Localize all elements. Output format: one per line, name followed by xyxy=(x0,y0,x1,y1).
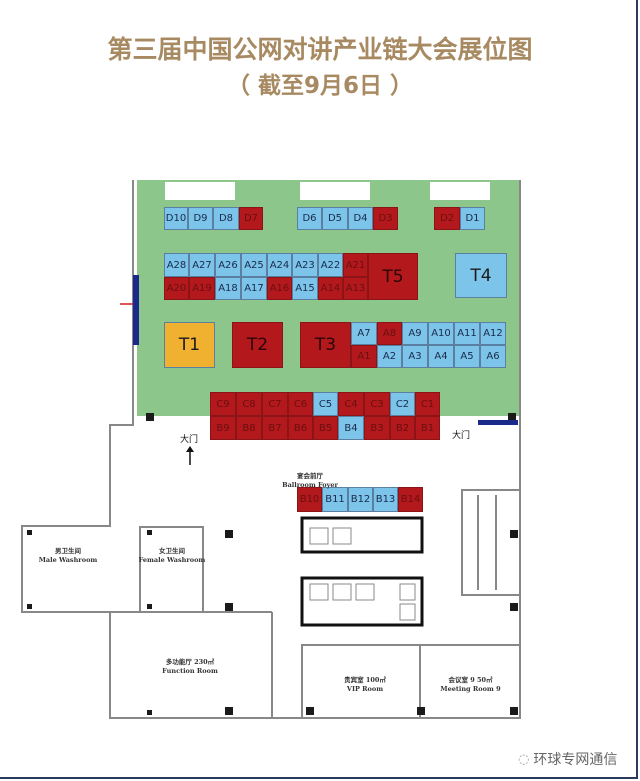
booth-b7: B7 xyxy=(262,416,288,440)
booth-d5: D5 xyxy=(322,207,348,230)
booth-a19: A19 xyxy=(189,277,215,300)
booth-d6: D6 xyxy=(297,207,322,230)
booth-a14: A14 xyxy=(318,277,343,300)
booth-a21: A21 xyxy=(343,253,368,277)
booth-d1: D1 xyxy=(460,207,485,230)
watermark: ◌ 环球专网通信 xyxy=(518,749,617,769)
booth-a4: A4 xyxy=(428,345,454,368)
room-name-en: Ballroom Foyer xyxy=(282,481,338,489)
booth-a17: A17 xyxy=(241,277,267,300)
booth-a6: A6 xyxy=(480,345,506,368)
booth-a27: A27 xyxy=(189,253,215,277)
booth-d9: D9 xyxy=(188,207,213,230)
room-name-en: Function Room xyxy=(162,667,218,675)
room-name-cn: 宴会前厅 xyxy=(297,472,323,480)
entrance-label-left: 大门 xyxy=(180,435,199,445)
booth-c5: C5 xyxy=(313,392,338,416)
booth-a3: A3 xyxy=(402,345,428,368)
booth-a12: A12 xyxy=(480,322,506,345)
room-name-en: Female Washroom xyxy=(138,556,206,564)
booth-t2: T2 xyxy=(232,322,283,368)
booth-b14: B14 xyxy=(398,487,423,512)
booth-b3: B3 xyxy=(364,416,390,440)
room-name-en: Male Washroom xyxy=(38,556,98,564)
page-subtitle: （ 截至9月6日 ） xyxy=(226,73,414,99)
booth-d8: D8 xyxy=(213,207,239,230)
booth-b8: B8 xyxy=(236,416,262,440)
booth-c4: C4 xyxy=(338,392,364,416)
booth-b2: B2 xyxy=(390,416,415,440)
booth-a28: A28 xyxy=(164,253,189,277)
booth-c7: C7 xyxy=(262,392,288,416)
booth-d7: D7 xyxy=(239,207,263,230)
booth-a9: A9 xyxy=(402,322,428,345)
room-name-en: VIP Room xyxy=(346,685,384,693)
booth-a10: A10 xyxy=(428,322,454,345)
booth-a25: A25 xyxy=(241,253,267,277)
booth-b6: B6 xyxy=(288,416,313,440)
booth-a13: A13 xyxy=(343,277,368,300)
booth-b1: B1 xyxy=(415,416,440,440)
room-name-cn: 会议室 9 50㎡ xyxy=(448,676,493,684)
booth-a15: A15 xyxy=(292,277,318,300)
watermark-text: 环球专网通信 xyxy=(533,752,618,768)
booth-b11: B11 xyxy=(322,487,348,512)
booth-c3: C3 xyxy=(364,392,390,416)
booth-a16: A16 xyxy=(267,277,292,300)
entrance-label-right: 大门 xyxy=(452,431,471,441)
booth-t1: T1 xyxy=(164,322,215,368)
booth-a7: A7 xyxy=(351,322,377,345)
booth-b4: B4 xyxy=(338,416,364,440)
booth-c6: C6 xyxy=(288,392,313,416)
booth-d3: D3 xyxy=(373,207,398,230)
booth-a22: A22 xyxy=(318,253,343,277)
room-name-cn: 男卫生间 xyxy=(55,547,81,555)
booth-d2: D2 xyxy=(434,207,460,230)
booth-t3: T3 xyxy=(300,322,351,368)
booth-a8: A8 xyxy=(377,322,402,345)
room-name-en: Meeting Room 9 xyxy=(440,685,501,693)
booth-a2: A2 xyxy=(377,345,402,368)
booth-t5: T5 xyxy=(368,253,418,300)
room-name-cn: 女卫生间 xyxy=(159,547,185,555)
booth-d4: D4 xyxy=(348,207,373,230)
booth-a24: A24 xyxy=(267,253,292,277)
booth-a1: A1 xyxy=(351,345,377,368)
booth-b5: B5 xyxy=(313,416,338,440)
booth-a26: A26 xyxy=(215,253,241,277)
booth-a18: A18 xyxy=(215,277,241,300)
booth-c1: C1 xyxy=(415,392,440,416)
booth-a23: A23 xyxy=(292,253,318,277)
booth-t4: T4 xyxy=(455,253,507,298)
room-name-cn: 多功能厅 230㎡ xyxy=(165,658,215,666)
booth-d10: D10 xyxy=(164,207,188,230)
booth-b13: B13 xyxy=(373,487,398,512)
booth-a11: A11 xyxy=(454,322,480,345)
booth-b9: B9 xyxy=(210,416,236,440)
booth-a20: A20 xyxy=(164,277,189,300)
booth-c2: C2 xyxy=(390,392,415,416)
page-title: 第三届中国公网对讲产业链大会展位图 xyxy=(107,35,533,64)
booth-b10: B10 xyxy=(297,487,322,512)
booth-b12: B12 xyxy=(348,487,373,512)
booth-c9: C9 xyxy=(210,392,236,416)
wechat-icon: ◌ xyxy=(518,751,530,767)
booth-a5: A5 xyxy=(454,345,480,368)
booth-c8: C8 xyxy=(236,392,262,416)
room-name-cn: 贵宾室 100㎡ xyxy=(344,676,386,684)
